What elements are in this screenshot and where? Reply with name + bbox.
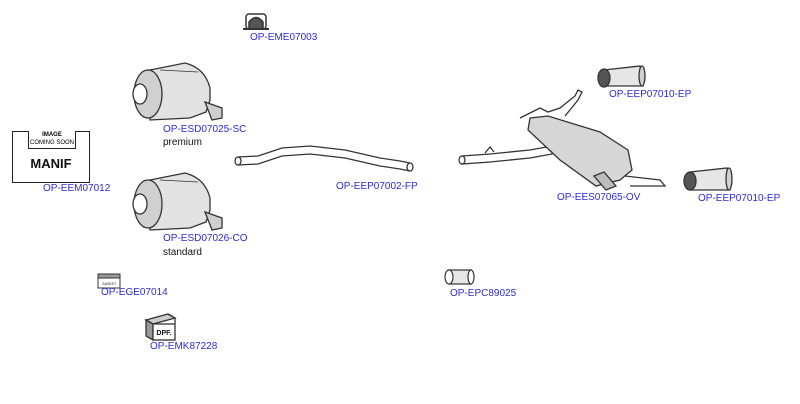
dpf-standard-icon[interactable] [132, 172, 223, 231]
part-link-tailpipe-top[interactable]: OP-EEP07010-EP [609, 89, 692, 100]
part-link-dpf-standard[interactable]: OP-ESD07026-CO [163, 233, 248, 244]
placeholder-subtitle: COMING SOON [29, 140, 74, 146]
part-link-pipe-clamp[interactable]: OP-EPC89025 [450, 288, 517, 299]
part-link-gasket[interactable]: OP-EGE07014 [101, 287, 168, 298]
gasket-icon[interactable]: GASKET [97, 273, 121, 289]
part-link-rubber-mount[interactable]: OP-EME07003 [250, 32, 318, 43]
gasket-badge-text: GASKET [102, 282, 117, 286]
tailpipe-right-icon[interactable] [683, 167, 733, 191]
dpf-premium-icon[interactable] [132, 62, 223, 121]
part-link-dpf-premium[interactable]: OP-ESD07025-SC [163, 124, 247, 135]
part-link-tailpipe-right[interactable]: OP-EEP07010-EP [698, 193, 781, 204]
placeholder-top-tab: IMAGE COMING SOON [28, 131, 76, 149]
placeholder-main-label: MANIF [30, 156, 72, 171]
manifold-placeholder-image[interactable]: IMAGE COMING SOON MANIF [12, 131, 90, 183]
dpf-kit-icon[interactable]: DPF. [144, 313, 177, 342]
placeholder-title: IMAGE [42, 132, 62, 138]
variant-label-standard: standard [163, 247, 202, 258]
variant-label-premium: premium [163, 137, 202, 148]
part-link-front-pipe[interactable]: OP-EEP07002-FP [336, 181, 418, 192]
tailpipe-top-icon[interactable] [597, 65, 646, 88]
pipe-clamp-icon[interactable] [444, 269, 475, 285]
part-link-dpf-kit[interactable]: OP-EMK87228 [150, 341, 218, 352]
front-pipe-icon[interactable] [234, 145, 414, 172]
dpf-kit-badge-text: DPF. [156, 330, 171, 337]
rear-silencer-icon[interactable] [458, 89, 667, 191]
part-link-manifold[interactable]: OP-EEM07012 [43, 183, 111, 194]
rubber-mount-icon[interactable] [243, 13, 269, 30]
part-link-rear-silencer[interactable]: OP-EES07065-OV [557, 192, 641, 203]
